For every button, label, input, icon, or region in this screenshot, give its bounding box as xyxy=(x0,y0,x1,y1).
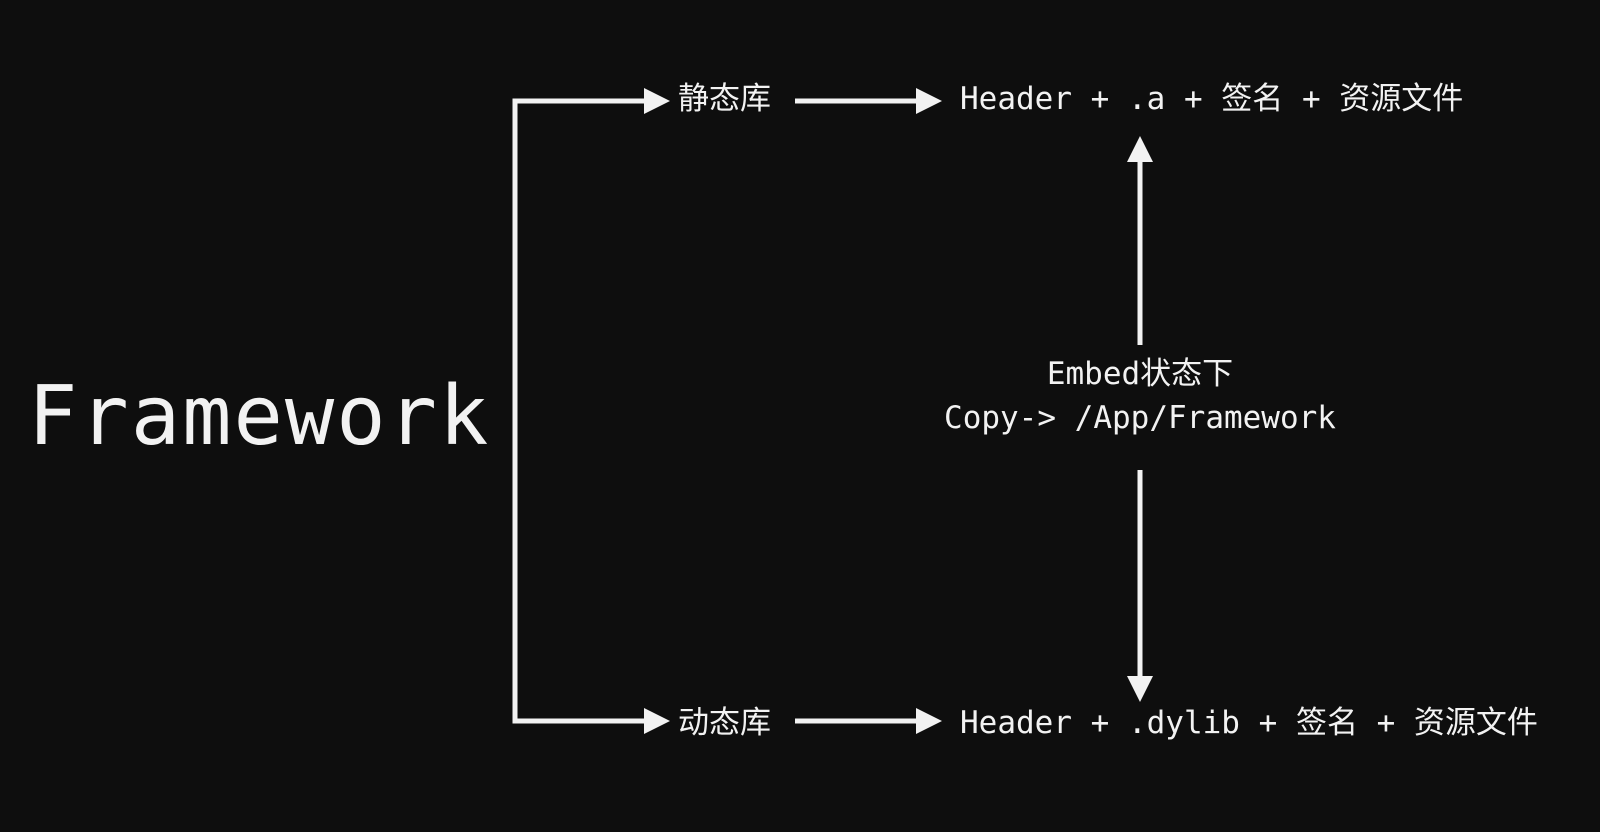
embed-note-line-1: Embed状态下 xyxy=(1046,356,1234,392)
arrowhead-static-node xyxy=(644,88,670,114)
arrowhead-embed-up xyxy=(1127,136,1153,162)
embed-note: Embed状态下 Copy-> /App/Framework xyxy=(930,352,1350,440)
arrowhead-dynamic-composition xyxy=(916,708,942,734)
static-library-composition: Header + .a + 签名 + 资源文件 xyxy=(960,81,1464,117)
arrowhead-static-composition xyxy=(916,88,942,114)
static-library-label: 静态库 xyxy=(678,81,771,117)
dynamic-library-label: 动态库 xyxy=(678,705,771,741)
embed-note-line-2: Copy-> /App/Framework xyxy=(944,400,1336,436)
dynamic-library-composition: Header + .dylib + 签名 + 资源文件 xyxy=(960,705,1538,741)
arrowhead-embed-down xyxy=(1127,676,1153,702)
bracket-connector xyxy=(512,98,650,724)
framework-title: Framework xyxy=(28,369,491,464)
arrowhead-dynamic-node xyxy=(644,708,670,734)
